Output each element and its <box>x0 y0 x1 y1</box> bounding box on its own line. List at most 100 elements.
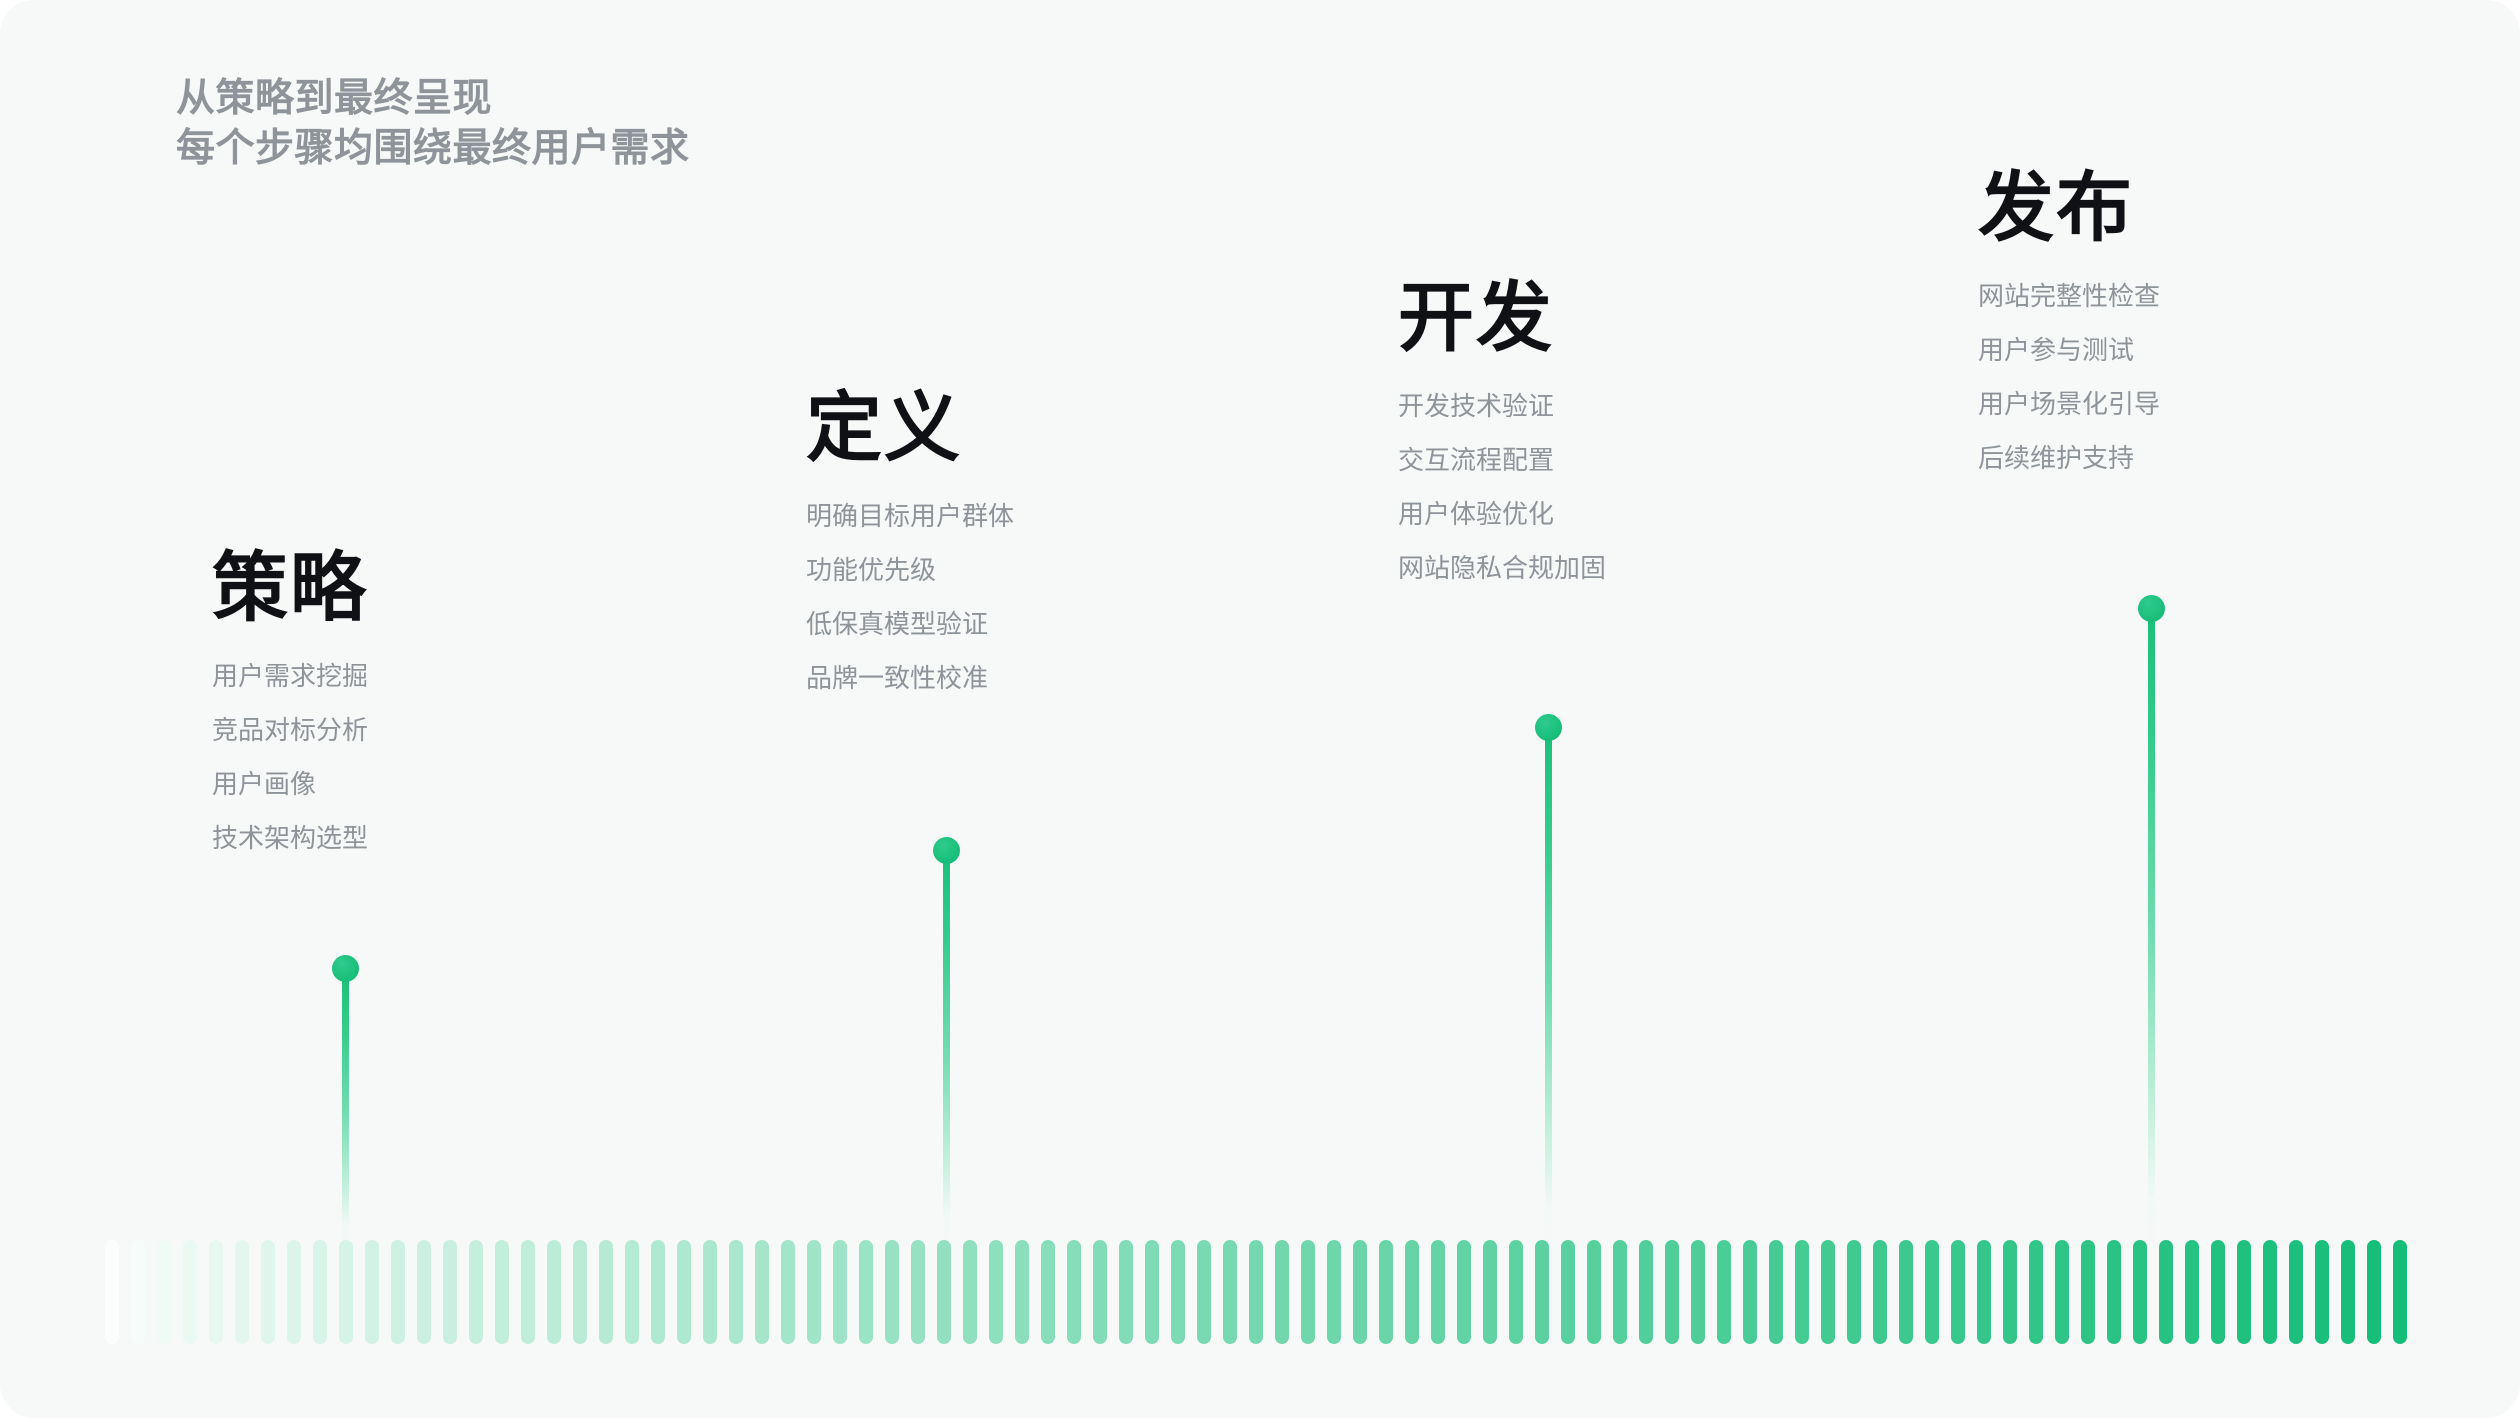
progress-bar-segment <box>183 1240 197 1344</box>
progress-bar-segment <box>1587 1240 1601 1344</box>
progress-bar-segment <box>469 1240 483 1344</box>
list-item: 用户参与测试 <box>1978 335 2135 365</box>
milestone-stem-3 <box>1544 727 1552 1248</box>
progress-bar-segment <box>1405 1240 1419 1344</box>
progress-bar-segment <box>2159 1240 2173 1344</box>
list-item: 用户画像 <box>212 769 317 799</box>
milestone-dot-4[interactable] <box>2137 594 2165 622</box>
milestone-title: 开发 <box>1398 276 1554 361</box>
progress-bar-segment <box>859 1240 873 1344</box>
progress-bar-segment <box>2107 1240 2121 1344</box>
progress-bar-segment <box>1769 1240 1783 1344</box>
progress-bar-segment <box>391 1240 405 1344</box>
milestone-task-list: 网站完整性检查用户参与测试用户场景化引导后续维护支持 <box>1978 283 2160 471</box>
progress-bar-segment <box>261 1240 275 1344</box>
progress-bar-segment <box>677 1240 691 1344</box>
progress-bar-segment <box>1535 1240 1549 1344</box>
progress-bar-segment <box>2081 1240 2095 1344</box>
milestone-dot-3[interactable] <box>1534 713 1562 741</box>
progress-bar-segment <box>729 1240 743 1344</box>
progress-bar-segment <box>1067 1240 1081 1344</box>
progress-bar-segment <box>1197 1240 1211 1344</box>
header-line-2: 每个步骤均围绕最终用户需求 <box>176 126 690 170</box>
header-block: 从策略到最终呈现 每个步骤均围绕最终用户需求 <box>176 74 1076 174</box>
milestone-dot-2[interactable] <box>932 836 960 864</box>
progress-bar-segment <box>937 1240 951 1344</box>
list-item: 网站隐私合规加固 <box>1398 553 1607 583</box>
progress-bar-segment <box>1431 1240 1445 1344</box>
progress-bar-segment <box>1093 1240 1107 1344</box>
progress-bar-segment <box>1795 1240 1809 1344</box>
progress-bar-segment <box>1873 1240 1887 1344</box>
progress-bar-segment <box>1483 1240 1497 1344</box>
progress-bar-segment <box>131 1240 145 1344</box>
progress-bar-segment <box>807 1240 821 1344</box>
progress-bar-segment <box>2367 1240 2381 1344</box>
progress-bar-segment <box>1145 1240 1159 1344</box>
progress-bar-segment <box>2185 1240 2199 1344</box>
list-item: 后续维护支持 <box>1978 443 2135 473</box>
progress-bar-segment <box>1717 1240 1731 1344</box>
list-item: 用户体验优化 <box>1398 499 1555 529</box>
milestone-title: 策略 <box>212 546 368 631</box>
milestone-stem-2 <box>942 850 950 1248</box>
progress-bar-segment <box>2341 1240 2355 1344</box>
progress-bar-segment <box>1821 1240 1835 1344</box>
progress-bar-segment <box>1223 1240 1237 1344</box>
progress-bar-segment <box>2055 1240 2069 1344</box>
progress-bar-segment <box>2263 1240 2277 1344</box>
progress-bar-segment <box>755 1240 769 1344</box>
progress-bar-segment <box>599 1240 613 1344</box>
progress-bar-segment <box>287 1240 301 1344</box>
progress-bar-segment <box>1613 1240 1627 1344</box>
milestone-task-list: 开发技术验证交互流程配置用户体验优化网站隐私合规加固 <box>1398 393 1606 581</box>
progress-bar-segment <box>1743 1240 1757 1344</box>
progress-bar-segment <box>1353 1240 1367 1344</box>
progress-bar-segment <box>1899 1240 1913 1344</box>
progress-bar-segment <box>2003 1240 2017 1344</box>
progress-bar-segment <box>1041 1240 1055 1344</box>
milestone-stem-1 <box>341 968 349 1248</box>
progress-bar-segment <box>1457 1240 1471 1344</box>
progress-bar-segment <box>1561 1240 1575 1344</box>
list-item: 功能优先级 <box>806 555 937 585</box>
milestone-column-4: 发布网站完整性检查用户参与测试用户场景化引导后续维护支持 <box>1978 171 2160 472</box>
progress-bar-segment <box>495 1240 509 1344</box>
progress-bar-segment <box>989 1240 1003 1344</box>
progress-bar-segment <box>625 1240 639 1344</box>
progress-bar-segment <box>703 1240 717 1344</box>
milestone-task-list: 明确目标用户群体功能优先级低保真模型验证品牌一致性校准 <box>806 503 1014 691</box>
progress-bar-segment <box>1925 1240 1939 1344</box>
list-item: 用户需求挖掘 <box>212 661 369 691</box>
list-item: 技术架构选型 <box>212 823 369 853</box>
progress-bar-segment <box>885 1240 899 1344</box>
progress-bar-segment <box>1275 1240 1289 1344</box>
progress-bar-segment <box>2315 1240 2329 1344</box>
milestone-stem-4 <box>2147 608 2155 1248</box>
progress-bar-segment <box>105 1240 119 1344</box>
milestone-column-1: 策略用户需求挖掘竞品对标分析用户画像技术架构选型 <box>212 546 369 853</box>
list-item: 网站完整性检查 <box>1978 281 2161 311</box>
progress-bar-segment <box>157 1240 171 1344</box>
progress-bar-segment <box>443 1240 457 1344</box>
progress-bar-segment <box>1119 1240 1133 1344</box>
list-item: 明确目标用户群体 <box>806 501 1015 531</box>
progress-bar-segment <box>235 1240 249 1344</box>
progress-bar-segment <box>1015 1240 1029 1344</box>
list-item: 交互流程配置 <box>1398 445 1555 475</box>
progress-bar-segment <box>1639 1240 1653 1344</box>
progress-bar-segment <box>651 1240 665 1344</box>
milestone-column-3: 开发开发技术验证交互流程配置用户体验优化网站隐私合规加固 <box>1398 276 1606 582</box>
progress-bar-segment <box>365 1240 379 1344</box>
list-item: 低保真模型验证 <box>806 609 989 639</box>
progress-bar-segment <box>963 1240 977 1344</box>
progress-bar-segment <box>1691 1240 1705 1344</box>
progress-bar-segment <box>1327 1240 1341 1344</box>
milestone-dot-1[interactable] <box>331 954 359 982</box>
progress-bar-segment <box>2237 1240 2251 1344</box>
progress-bar-segment <box>521 1240 535 1344</box>
progress-bar-segment <box>2133 1240 2147 1344</box>
progress-bar-strip <box>105 1240 2407 1344</box>
milestone-title: 定义 <box>806 386 962 471</box>
